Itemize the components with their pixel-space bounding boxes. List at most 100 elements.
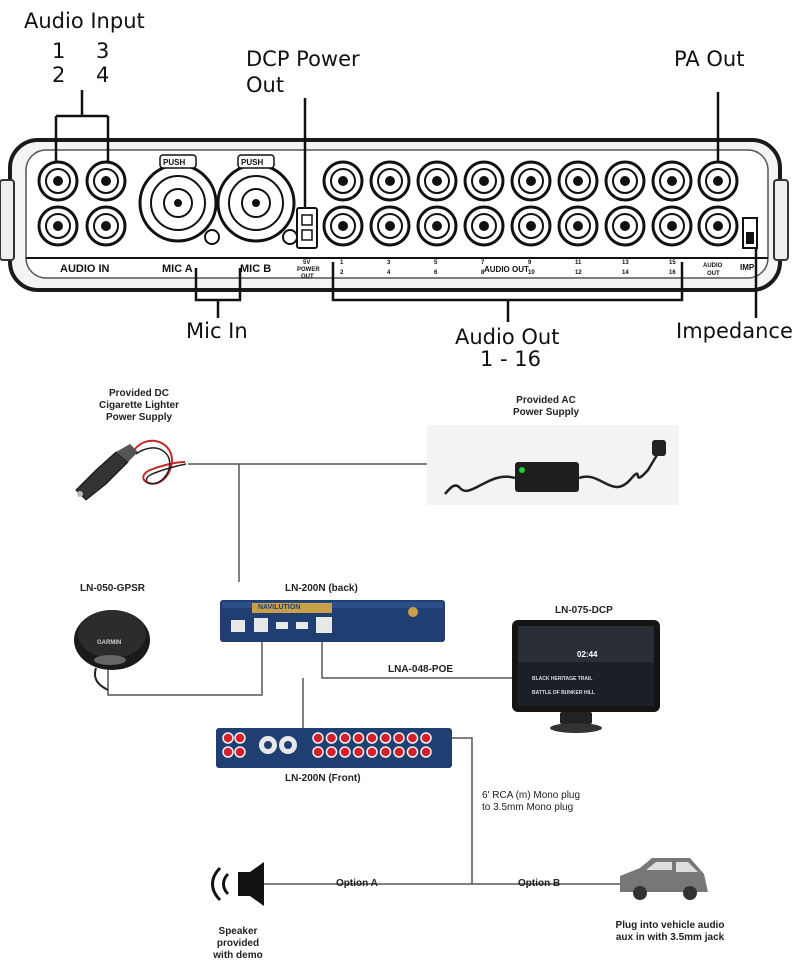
audio-out-jack [432, 221, 442, 231]
audio-out-number-top: 9 [528, 260, 532, 266]
callout-audio-input-3: 3 [96, 39, 110, 63]
audio-out-jack [432, 176, 442, 186]
wires [107, 463, 620, 885]
audio-out-jack [526, 221, 536, 231]
panel-label-imp: IMP [740, 263, 755, 272]
front-unit-label: LN-200N (Front) [285, 773, 361, 784]
front-rca-jack [234, 732, 246, 744]
callout-pa-out: PA Out [674, 47, 745, 71]
panel-label-audio-in: AUDIO IN [60, 263, 110, 275]
audio-out-jack [385, 221, 395, 231]
poe-cable-label: LNA-048-POE [388, 664, 454, 675]
front-rca-jack [352, 732, 365, 744]
ac-supply-image [427, 425, 679, 505]
callout-lines [54, 90, 758, 322]
speaker-line-2: provided [216, 938, 260, 949]
callout-audio-out-range: 1 - 16 [480, 347, 542, 371]
option-a-label: Option A [336, 878, 378, 889]
dcp-time: 02:44 [577, 650, 598, 659]
audio-out-number-bottom: 4 [387, 270, 391, 276]
callout-audio-input-4: 4 [96, 63, 110, 87]
panel-label-power: POWER [297, 267, 320, 273]
rca-cable-line-1: 6' RCA (m) Mono plug [482, 790, 581, 801]
dc-supply-line-1: Provided DC [108, 388, 169, 399]
power-out-connector [296, 207, 318, 249]
audio-out-number-top: 15 [669, 260, 676, 266]
front-rca-jack [339, 732, 351, 744]
dcp-label: LN-075-DCP [555, 605, 613, 616]
speaker-line-1: Speaker [218, 926, 258, 937]
front-rca-jack [406, 732, 419, 744]
panel-label-mic-a: MIC A [162, 263, 193, 275]
panel-label-push-a: PUSH [163, 158, 186, 167]
callout-audio-input-1: 1 [52, 39, 66, 63]
panel-label-push-b: PUSH [241, 158, 264, 167]
ac-supply-label: Provided AC Power Supply [496, 395, 596, 419]
front-rca-jack [222, 732, 234, 744]
callout-audio-input: Audio Input [24, 9, 145, 33]
front-rca-jack [393, 732, 405, 744]
front-rca-jack [339, 746, 351, 758]
front-rca-jack [222, 746, 234, 758]
audio-in-jacks [37, 160, 127, 247]
audio-out-number-bottom: 8 [481, 270, 485, 276]
dc-plug [75, 439, 187, 501]
gps-label: LN-050-GPSR [80, 583, 146, 594]
back-unit-brand: NAVILUTION [258, 604, 301, 611]
front-rca-jack [234, 746, 246, 758]
speaker-label: Speaker provided with demo [210, 926, 266, 962]
dcp-track-2: BATTLE OF BUNKER HILL [532, 690, 595, 696]
audio-out-number-bottom: 6 [434, 270, 438, 276]
front-rca-jack [366, 746, 378, 758]
callout-dcp-power: DCP Power [246, 47, 360, 71]
panel-label-5v: 5V [303, 260, 311, 266]
audio-out-jack [338, 176, 348, 186]
audio-out-number-top: 1 [340, 260, 344, 266]
back-unit [220, 600, 445, 642]
dc-supply-line-2: Cigarette Lighter [98, 400, 179, 411]
gps-puck [74, 610, 150, 691]
front-rca-jack [420, 732, 432, 744]
audio-out-number-bottom: 16 [669, 270, 676, 276]
audio-out-jack [667, 221, 677, 231]
callout-impedance: Impedance [676, 319, 793, 343]
gps-brand: GARMIN [97, 640, 122, 646]
audio-out-number-bottom: 12 [575, 270, 582, 276]
audio-out-number-top: 5 [434, 260, 438, 266]
audio-out-jack [385, 176, 395, 186]
vehicle-icon [620, 858, 708, 900]
audio-out-jack [573, 221, 583, 231]
front-rca-jack [379, 732, 392, 744]
audio-out-number-bottom: 14 [622, 270, 629, 276]
back-unit-label: LN-200N (back) [285, 583, 358, 594]
front-rca-jack [352, 746, 365, 758]
impedance-switch [742, 217, 758, 249]
front-unit [216, 728, 452, 768]
rca-cable-label: 6' RCA (m) Mono plug to 3.5mm Mono plug [482, 790, 580, 814]
audio-out-jack [573, 176, 583, 186]
mic-b-jack [216, 154, 298, 245]
callout-dcp-out: Out [246, 73, 285, 97]
panel-label-mic-b: MIC B [240, 263, 272, 275]
callout-audio-input-2: 2 [52, 63, 66, 87]
vehicle-line-2: aux in with 3.5mm jack [615, 932, 725, 943]
callout-mic-in: Mic In [186, 319, 248, 343]
dc-supply-label: Provided DC Cigarette Lighter Power Supp… [84, 388, 194, 424]
front-rca-jack [325, 746, 338, 758]
dc-supply-line-3: Power Supply [105, 412, 173, 423]
front-rca-jack [312, 746, 324, 758]
panel-label-audio-out-right-1: AUDIO [703, 263, 723, 269]
audio-out-jack [338, 221, 348, 231]
front-rca-jack [366, 732, 378, 744]
speaker-line-3: with demo [213, 950, 263, 961]
ac-supply-line-2: Power Supply [512, 407, 580, 418]
audio-out-jacks [322, 160, 693, 247]
vehicle-line-1: Plug into vehicle audio [615, 920, 725, 931]
audio-out-jack [479, 221, 489, 231]
pa-out-jacks [697, 160, 739, 247]
dcp-track-1: BLACK HERITAGE TRAIL [532, 676, 593, 682]
audio-out-number-bottom: 2 [340, 270, 344, 276]
audio-out-number-top: 13 [622, 260, 629, 266]
audio-out-number-top: 3 [387, 260, 391, 266]
vehicle-label: Plug into vehicle audio aux in with 3.5m… [600, 920, 740, 944]
